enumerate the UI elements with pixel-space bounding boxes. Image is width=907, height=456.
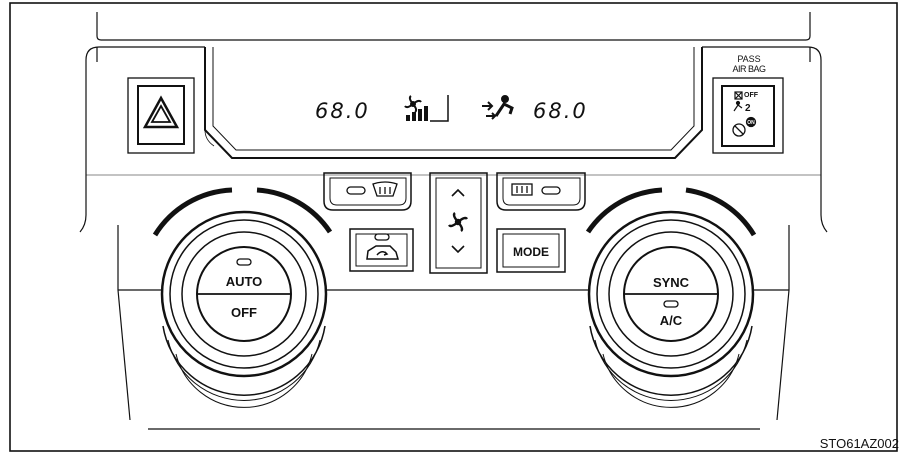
off-label: OFF — [231, 305, 257, 320]
fan-speed-indicator — [404, 95, 449, 122]
recirculation-icon — [366, 245, 399, 260]
off-button[interactable]: OFF — [231, 305, 257, 320]
figure-frame — [9, 2, 898, 452]
airbag-off-text: OFF — [744, 92, 759, 99]
hazard-button[interactable] — [127, 77, 195, 154]
pass-airbag-label-line1: PASS — [737, 54, 760, 64]
right-temperature-arc — [585, 187, 757, 237]
left-temperature-knob[interactable] — [160, 210, 328, 408]
mode-label: MODE — [513, 245, 549, 259]
auto-label: AUTO — [226, 274, 263, 289]
ac-indicator — [663, 300, 679, 308]
fan-speed-bars — [406, 106, 428, 121]
front-defroster-icon — [372, 181, 398, 197]
airflow-mode-icon — [482, 95, 514, 120]
dashboard-housing — [79, 12, 828, 430]
fan-icon — [404, 95, 422, 113]
ac-button[interactable]: A/C — [660, 300, 683, 328]
pass-airbag-label-line2: AIR BAG — [732, 64, 766, 74]
airbag-on-text: ON — [747, 120, 755, 126]
left-temperature-arc — [152, 187, 333, 237]
fan-up-icon[interactable] — [451, 188, 465, 197]
front-defroster-indicator — [346, 186, 366, 195]
sync-button[interactable]: SYNC — [653, 275, 690, 290]
recirculation-indicator — [374, 233, 390, 241]
airbag-on-icon — [732, 116, 757, 137]
figure-code: STO61AZ002 — [819, 436, 899, 451]
left-temperature: 68.0 — [315, 99, 370, 123]
airbag-seat-number: 2 — [745, 103, 751, 114]
ac-label: A/C — [660, 313, 683, 328]
hazard-icon — [142, 95, 180, 129]
display-bezel — [204, 47, 703, 159]
rear-defroster-button[interactable] — [496, 172, 586, 211]
front-defroster-button[interactable] — [323, 172, 412, 211]
fan-speed-button[interactable] — [429, 172, 488, 274]
auto-indicator — [236, 258, 252, 266]
fan-down-icon[interactable] — [451, 245, 465, 254]
airbag-off-icon — [733, 91, 743, 112]
right-temperature-knob[interactable] — [587, 210, 755, 408]
recirculation-button[interactable] — [349, 228, 414, 272]
passenger-airbag-indicator: PASS AIR BAG OFF 2 ON — [712, 54, 784, 154]
right-temperature: 68.0 — [533, 99, 588, 123]
rear-defroster-icon — [511, 183, 533, 196]
fan-button-icon — [448, 212, 468, 232]
rear-defroster-indicator — [541, 186, 561, 195]
auto-button[interactable]: AUTO — [226, 258, 263, 289]
sync-label: SYNC — [653, 275, 690, 290]
mode-button[interactable]: MODE — [496, 228, 566, 273]
